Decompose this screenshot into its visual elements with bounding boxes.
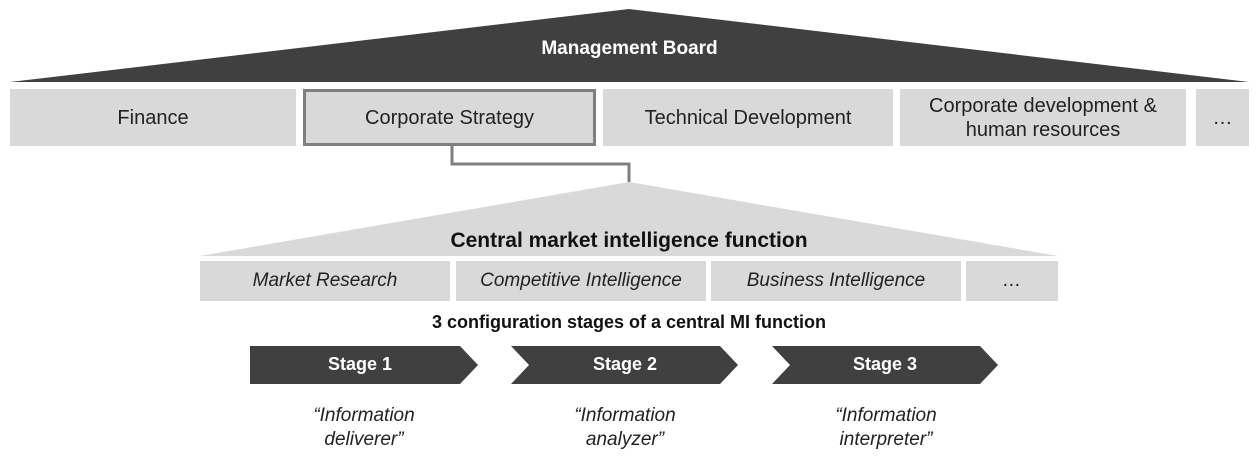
management-board-title: Management Board (541, 38, 718, 59)
dept-label: Technical Development (644, 106, 852, 129)
stage-1-role: “Information deliverer” (264, 404, 464, 452)
sub-more: … (966, 261, 1058, 301)
stage-1-label: Stage 1 (327, 354, 393, 374)
connector-line (450, 146, 631, 182)
dept-finance: Finance (10, 89, 296, 146)
stage-1-chevron (250, 346, 478, 384)
sub-label: Market Research (252, 270, 398, 291)
stage-2-role: “Information analyzer” (525, 404, 725, 452)
dept-technical-development: Technical Development (603, 89, 893, 146)
stage-role-text: “Information interpreter” (835, 405, 937, 450)
stage-role-text: “Information deliverer” (313, 405, 415, 450)
sub-label: … (1002, 270, 1022, 291)
stage-3-role: “Information interpreter” (786, 404, 986, 452)
dept-corporate-development-hr: Corporate development & human resources (900, 89, 1186, 146)
dept-corporate-strategy: Corporate Strategy (303, 89, 596, 146)
management-roof (10, 9, 1249, 82)
mi-roof (200, 182, 1058, 256)
sub-business-intelligence: Business Intelligence (711, 261, 961, 301)
stage-3-label: Stage 3 (852, 354, 918, 374)
stages-title: 3 configuration stages of a central MI f… (431, 312, 827, 332)
sub-market-research: Market Research (200, 261, 450, 301)
mi-function-title: Central market intelligence function (450, 229, 808, 252)
stage-role-text: “Information analyzer” (574, 405, 676, 450)
stage-2-chevron (511, 346, 738, 384)
dept-label: … (1212, 106, 1233, 129)
sub-label: Business Intelligence (746, 270, 926, 291)
sub-label: Competitive Intelligence (480, 270, 682, 291)
sub-competitive-intelligence: Competitive Intelligence (456, 261, 706, 301)
dept-more: … (1196, 89, 1249, 146)
dept-label: Corporate development & human resources (929, 94, 1157, 141)
dept-label: Corporate Strategy (365, 106, 534, 129)
stage-2-label: Stage 2 (592, 354, 658, 374)
dept-label: Finance (117, 106, 189, 129)
stage-3-chevron (772, 346, 998, 384)
